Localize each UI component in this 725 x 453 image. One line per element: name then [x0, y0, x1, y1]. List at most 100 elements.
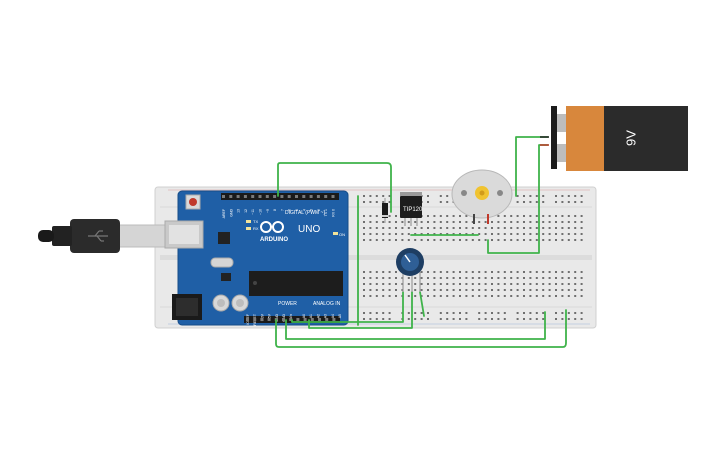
terminal-hole[interactable]	[497, 227, 500, 229]
terminal-hole[interactable]	[375, 295, 378, 297]
rail-hole[interactable]	[561, 318, 564, 320]
terminal-hole[interactable]	[555, 215, 557, 217]
rail-hole[interactable]	[574, 318, 577, 320]
terminal-hole[interactable]	[574, 283, 577, 285]
digital-header-pin[interactable]	[309, 195, 313, 198]
rail-hole[interactable]	[452, 318, 455, 320]
terminal-hole[interactable]	[516, 221, 519, 223]
terminal-hole[interactable]	[427, 277, 429, 279]
terminal-hole[interactable]	[446, 227, 449, 229]
terminal-hole[interactable]	[369, 239, 372, 241]
terminal-hole[interactable]	[395, 295, 397, 297]
terminal-hole[interactable]	[363, 233, 365, 235]
terminal-hole[interactable]	[555, 227, 557, 229]
rail-hole[interactable]	[465, 318, 468, 320]
power-analog-header-pin[interactable]	[289, 318, 293, 321]
power-analog-header-pin[interactable]	[282, 318, 285, 321]
terminal-hole[interactable]	[427, 227, 429, 229]
terminal-hole[interactable]	[363, 239, 365, 241]
terminal-hole[interactable]	[567, 271, 570, 273]
terminal-hole[interactable]	[465, 221, 468, 223]
digital-header-pin[interactable]	[251, 195, 255, 198]
rail-hole[interactable]	[529, 318, 532, 320]
terminal-hole[interactable]	[574, 227, 577, 229]
terminal-hole[interactable]	[561, 271, 564, 273]
terminal-hole[interactable]	[414, 289, 417, 291]
terminal-hole[interactable]	[395, 239, 397, 241]
terminal-hole[interactable]	[452, 233, 455, 235]
rail-hole[interactable]	[580, 312, 583, 314]
terminal-hole[interactable]	[510, 221, 513, 223]
rail-hole[interactable]	[567, 318, 570, 320]
transistor-icon[interactable]: TIP120	[400, 192, 423, 226]
terminal-hole[interactable]	[510, 227, 513, 229]
rail-hole[interactable]	[420, 312, 423, 314]
rail-hole[interactable]	[459, 318, 461, 320]
rail-hole[interactable]	[516, 312, 519, 314]
terminal-hole[interactable]	[484, 295, 487, 297]
wire-gnd-to-rail[interactable]	[285, 311, 546, 340]
terminal-hole[interactable]	[459, 239, 461, 241]
digital-header-pin[interactable]	[316, 195, 320, 198]
terminal-hole[interactable]	[491, 227, 493, 229]
terminal-hole[interactable]	[369, 271, 372, 273]
digital-header-pin[interactable]	[324, 195, 328, 198]
terminal-hole[interactable]	[420, 239, 423, 241]
terminal-hole[interactable]	[459, 289, 461, 291]
terminal-hole[interactable]	[395, 215, 397, 217]
digital-header-pin[interactable]	[265, 195, 269, 198]
rail-hole[interactable]	[542, 318, 545, 320]
terminal-hole[interactable]	[535, 277, 538, 279]
terminal-hole[interactable]	[574, 271, 577, 273]
terminal-hole[interactable]	[503, 227, 506, 229]
rail-hole[interactable]	[561, 312, 564, 314]
terminal-hole[interactable]	[548, 277, 551, 279]
terminal-hole[interactable]	[503, 239, 506, 241]
terminal-hole[interactable]	[491, 233, 493, 235]
terminal-hole[interactable]	[465, 271, 468, 273]
terminal-hole[interactable]	[471, 277, 474, 279]
terminal-hole[interactable]	[561, 277, 564, 279]
rail-hole[interactable]	[574, 195, 577, 197]
rail-hole[interactable]	[535, 201, 538, 203]
terminal-hole[interactable]	[439, 277, 442, 279]
terminal-hole[interactable]	[491, 289, 493, 291]
rail-hole[interactable]	[363, 312, 365, 314]
terminal-hole[interactable]	[529, 271, 532, 273]
terminal-hole[interactable]	[465, 295, 468, 297]
terminal-hole[interactable]	[580, 271, 583, 273]
terminal-hole[interactable]	[574, 295, 577, 297]
rail-hole[interactable]	[446, 318, 449, 320]
rail-hole[interactable]	[529, 201, 532, 203]
terminal-hole[interactable]	[561, 289, 564, 291]
battery-icon[interactable]: 9V	[540, 106, 688, 171]
terminal-hole[interactable]	[561, 221, 564, 223]
rail-hole[interactable]	[363, 201, 365, 203]
terminal-hole[interactable]	[427, 239, 429, 241]
terminal-hole[interactable]	[427, 233, 429, 235]
rail-hole[interactable]	[427, 201, 429, 203]
terminal-hole[interactable]	[580, 295, 583, 297]
rail-hole[interactable]	[452, 312, 455, 314]
potentiometer-icon[interactable]	[396, 248, 424, 292]
terminal-hole[interactable]	[484, 271, 487, 273]
terminal-hole[interactable]	[497, 221, 500, 223]
rail-hole[interactable]	[414, 318, 417, 320]
terminal-hole[interactable]	[369, 277, 372, 279]
rail-hole[interactable]	[580, 201, 583, 203]
terminal-hole[interactable]	[471, 271, 474, 273]
rail-hole[interactable]	[382, 312, 385, 314]
terminal-hole[interactable]	[369, 289, 372, 291]
rail-hole[interactable]	[382, 195, 385, 197]
terminal-hole[interactable]	[523, 239, 525, 241]
terminal-hole[interactable]	[401, 239, 404, 241]
digital-header-pin[interactable]	[258, 195, 262, 198]
terminal-hole[interactable]	[542, 215, 545, 217]
terminal-hole[interactable]	[580, 283, 583, 285]
rail-hole[interactable]	[491, 312, 493, 314]
terminal-hole[interactable]	[452, 227, 455, 229]
terminal-hole[interactable]	[401, 227, 404, 229]
terminal-hole[interactable]	[478, 283, 481, 285]
terminal-hole[interactable]	[407, 283, 410, 285]
terminal-hole[interactable]	[516, 233, 519, 235]
